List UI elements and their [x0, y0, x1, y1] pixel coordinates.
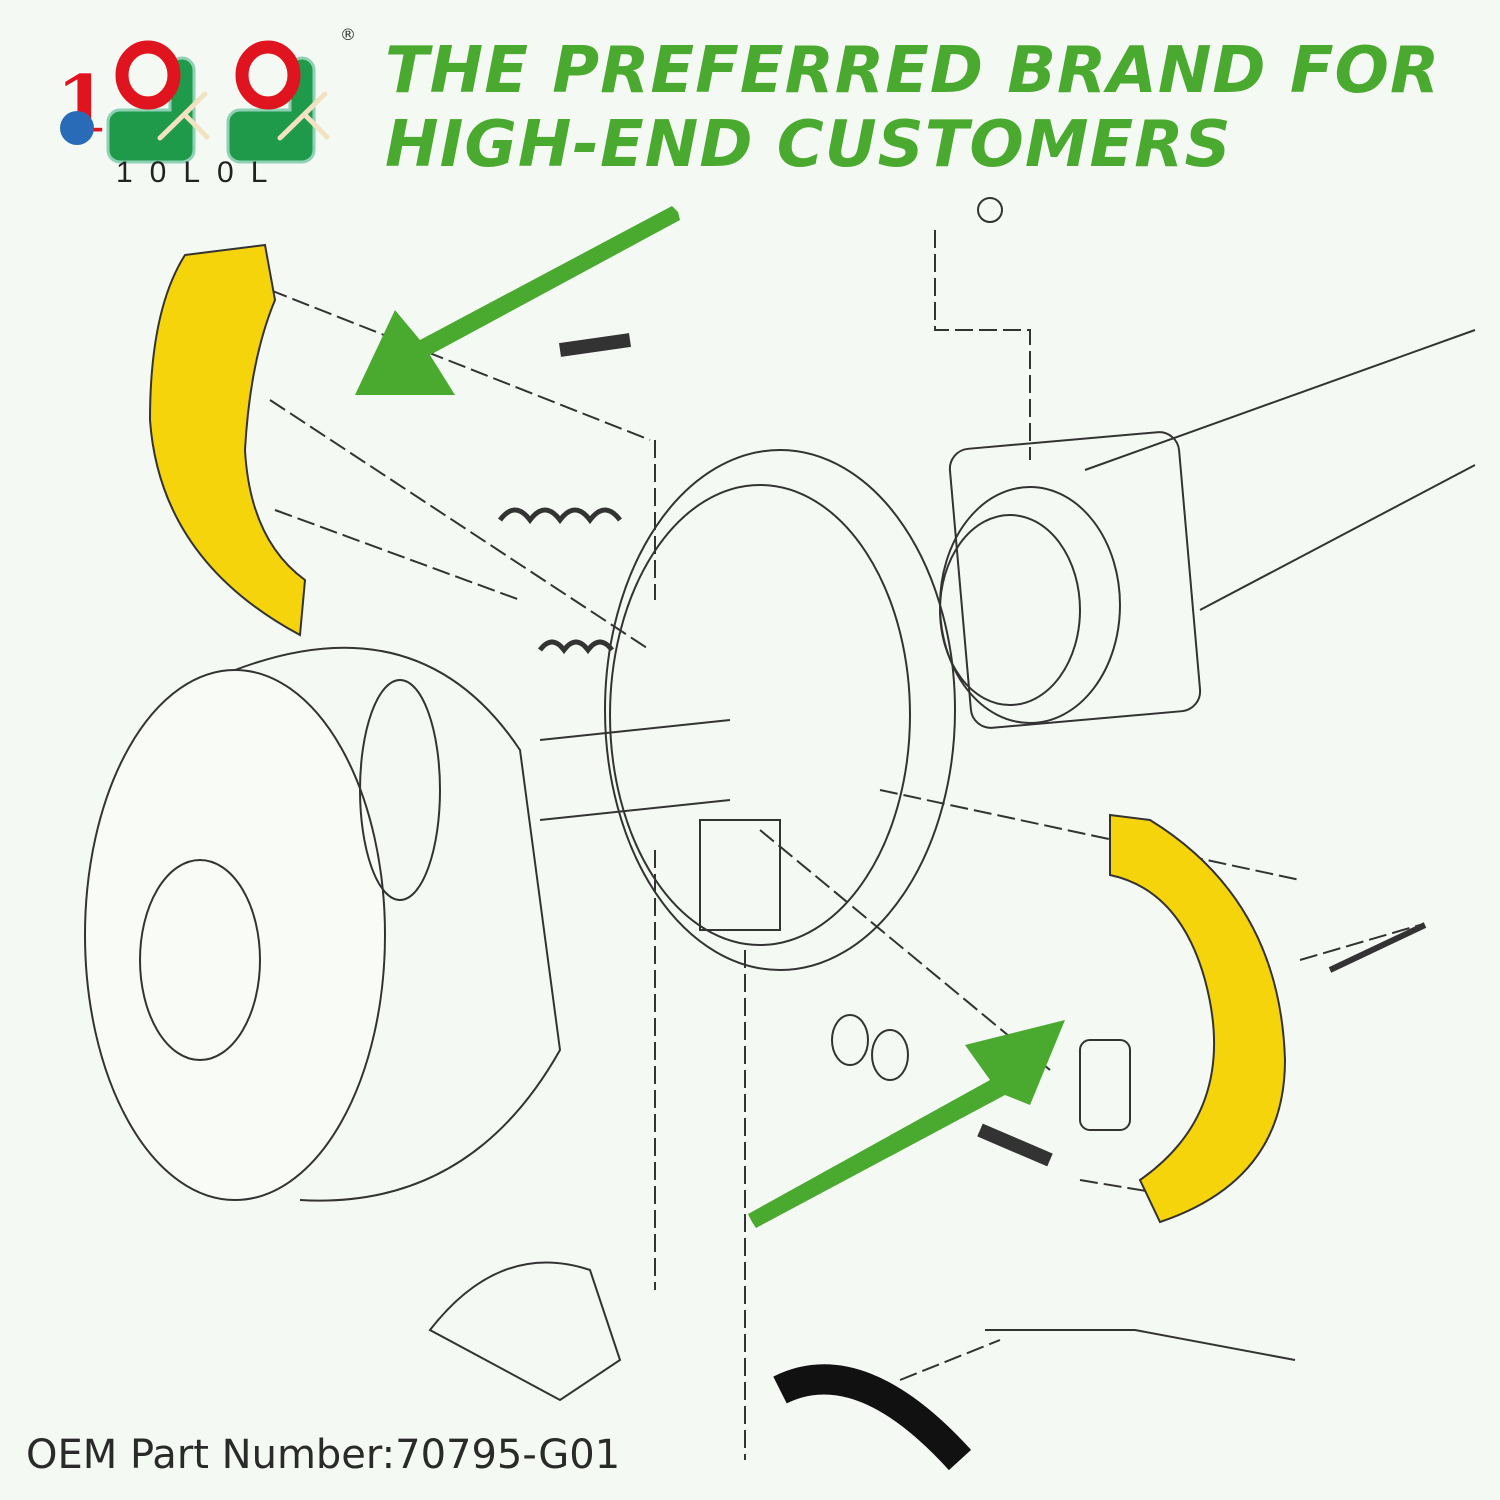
headline-line-2: HIGH-END CUSTOMERS	[385, 108, 1232, 182]
globe-icon	[60, 111, 94, 145]
headline-line-1: THE PREFERRED BRAND FOR	[385, 34, 1441, 108]
brake-shoe-bottom-right	[1109, 813, 1287, 1224]
arrow-icon	[355, 206, 1065, 1228]
brake-shoe-top-left	[148, 243, 307, 637]
brand-logo: 1	[55, 40, 330, 164]
logo-wordmark: 10L0L	[116, 156, 285, 189]
headline: THE PREFERRED BRAND FOR HIGH-END CUSTOME…	[385, 34, 1440, 182]
oem-part-number: OEM Part Number:70795-G01	[26, 1432, 621, 1478]
registered-mark: ®	[340, 25, 356, 44]
